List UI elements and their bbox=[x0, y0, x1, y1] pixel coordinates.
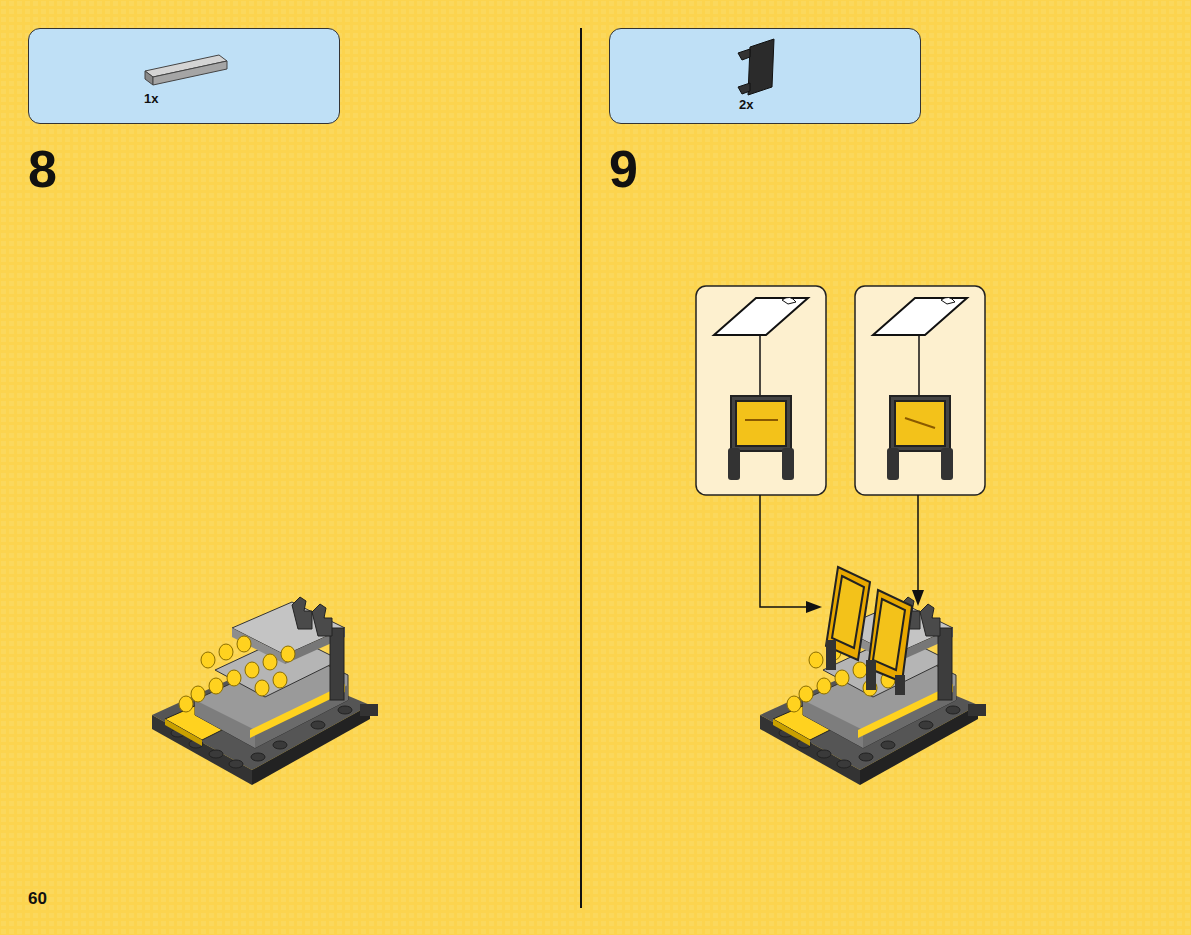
parts-callout-box: 1x bbox=[28, 28, 340, 124]
page-number: 60 bbox=[28, 890, 47, 907]
brick-part bbox=[610, 29, 922, 125]
part-quantity: 1x bbox=[144, 91, 158, 106]
brick-part bbox=[29, 29, 341, 125]
part-quantity: 2x bbox=[739, 97, 753, 112]
step-number: 8 bbox=[28, 143, 57, 195]
step-number: 9 bbox=[609, 143, 638, 195]
parts-callout-box: 2x bbox=[609, 28, 921, 124]
